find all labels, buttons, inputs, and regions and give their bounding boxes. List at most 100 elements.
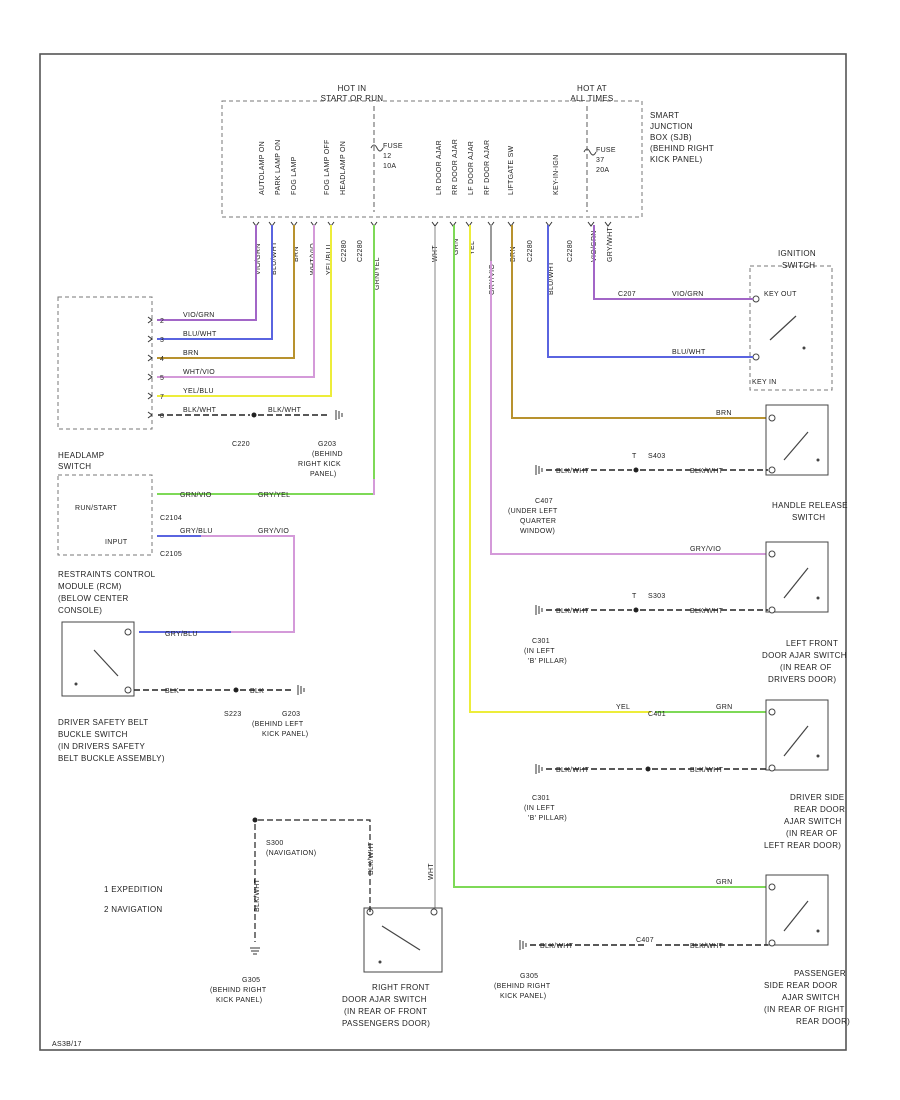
fuse-37-label: FUSE: [596, 147, 616, 154]
headlamp-switch-label-2: SWITCH: [58, 462, 91, 471]
rf-ground-icon: [250, 947, 260, 955]
rr-ground-icon: [519, 940, 527, 950]
rf-switch-box: [363, 907, 443, 973]
rcm-wire1-out-label: GRY/YEL: [258, 492, 290, 499]
lf-terminal-bot: [768, 606, 776, 614]
rcm-input-label: INPUT: [105, 539, 128, 546]
rcm-c2104: C2104: [160, 515, 182, 522]
rf-contact: [381, 925, 421, 951]
wire-code-vio-grn: VIO/GRN: [255, 243, 262, 275]
wire-code-gry-wht: GRY/WHT: [607, 227, 614, 262]
headlamp-switch: 2 3 4 5 7 8 VIO/GRN BLU/WHT BRN WHT/VIO …: [57, 296, 343, 478]
g203-left-label-3: KICK PANEL): [262, 731, 308, 738]
lf-conn-label-3: QUARTER: [520, 518, 556, 525]
s300-label-1: S300: [266, 840, 284, 847]
s303-label: S303: [648, 593, 666, 600]
wire-code-grn: GRN: [453, 239, 460, 255]
pin-headlamp-on: HEADLAMP ON: [340, 141, 347, 195]
hot-at-all-label-2: ALL TIMES: [570, 94, 613, 103]
headlamp-ground-wire-label: BLK/WHT: [183, 407, 217, 414]
headlamp-wire-label-3: BRN: [183, 350, 199, 357]
rr-switch-box: [765, 874, 829, 946]
headlamp-pin-5: 5: [160, 375, 164, 382]
handle-contact: [783, 431, 809, 461]
sjb-label-5: KICK PANEL): [650, 155, 703, 164]
wire-blu-wht-headlamp: [157, 225, 273, 340]
rcm-wire2-out-label: GRY/VIO: [258, 528, 289, 535]
belt-switch-dot: [74, 682, 78, 686]
rf-label-4: PASSENGERS DOOR): [342, 1019, 430, 1028]
s223-label: S223: [224, 711, 242, 718]
handle-gnd-wire-label: BLK/WHT: [556, 468, 590, 475]
lf-c301-label-2: (IN LEFT: [524, 648, 555, 655]
lr-c301-label-3: 'B' PILLAR): [528, 815, 567, 822]
g203-right-label-3: RIGHT KICK: [298, 461, 341, 468]
wire-code-yel: YEL: [469, 241, 476, 255]
headlamp-pin-3: 3: [160, 337, 164, 344]
g203-right-label-2: (BEHIND: [312, 451, 343, 458]
s403-splice: [633, 467, 639, 473]
handle-ground-icon: [535, 465, 543, 475]
ignition-key-in: KEY IN: [752, 379, 777, 386]
lr-gnd-wire-label: BLK/WHT: [556, 767, 590, 774]
lr-terminal-bot: [768, 764, 776, 772]
rf-gnd-wire-label-2: BLK/WHT: [254, 878, 261, 912]
wire-code-blu-wht: BLU/WHT: [271, 241, 278, 275]
footer-code: AS3B/17: [52, 1041, 82, 1048]
sjb-label-2: JUNCTION: [650, 122, 693, 131]
driver-belt-label-1: DRIVER SAFETY BELT: [58, 718, 148, 727]
rcm-label-2: MODULE (RCM): [58, 582, 122, 591]
conn-c2280-d: C2280: [567, 240, 574, 262]
wire-code-brn: BRN: [293, 246, 300, 262]
driver-belt-switch: GRY/BLU BLK BLK S223 G203 (BEHIND LEFT K…: [58, 621, 308, 763]
headlamp-splice-dot: [251, 412, 257, 418]
wire-code-yel-blu: YEL/BLU: [326, 244, 333, 275]
fuse-12-symbol: [370, 144, 384, 152]
pin-autolamp-on: AUTOLAMP ON: [259, 141, 266, 195]
rcm-label-3: (BELOW CENTER: [58, 594, 129, 603]
pin-rr-door-ajar: RR DOOR AJAR: [452, 139, 459, 195]
handle-switch-box: [765, 404, 829, 476]
rf-ground-label-1: G305: [242, 977, 260, 984]
rcm-c2105: C2105: [160, 551, 182, 558]
lf-dot: [816, 596, 820, 600]
rr-terminal-top: [768, 883, 776, 891]
ignition-switch: IGNITION SWITCH KEY OUT KEY IN C207 VIO/…: [547, 225, 833, 391]
fuse-37-number: 37: [596, 157, 604, 164]
sjb-label-1: SMART: [650, 111, 679, 120]
headlamp-wire-label-5: YEL/BLU: [183, 388, 214, 395]
rcm-label-1: RESTRAINTS CONTROL: [58, 570, 156, 579]
lr-label-1: DRIVER SIDE: [790, 793, 844, 802]
rr-label-5: REAR DOOR): [796, 1017, 850, 1026]
headlamp-pin-2: 2: [160, 318, 164, 325]
s300-splice: [252, 817, 258, 823]
wire-vio-grn-ignition: [593, 225, 753, 300]
lf-c301-label-1: C301: [532, 638, 550, 645]
wire-gry-vio-lf: [490, 225, 767, 555]
conn-c2280-b: C2280: [357, 240, 364, 262]
driver-belt-switch-box: [61, 621, 135, 697]
rf-ground-wire: [255, 819, 371, 912]
conn-c2280-a: C2280: [341, 240, 348, 262]
lf-door-ajar-switch: GRY/VIO C407 (UNDER LEFT QUARTER WINDOW)…: [490, 225, 847, 684]
rr-terminal-bot: [768, 939, 776, 947]
rr-contact: [783, 900, 809, 932]
rf-dot: [378, 960, 382, 964]
fuse-12-number: 12: [383, 153, 391, 160]
hot-in-run-label: HOT IN: [338, 84, 367, 93]
lf-terminal-top: [768, 550, 776, 558]
headlamp-wire-label-1: VIO/GRN: [183, 312, 215, 319]
rf-terminal-right: [430, 908, 438, 916]
lr-conn-label: C401: [648, 711, 666, 718]
wire-code-gry-vio: GRY/VIO: [489, 264, 496, 295]
headlamp-pin-4: 4: [160, 356, 164, 363]
rr-conn-label: C407: [636, 937, 654, 944]
s303-splice: [633, 607, 639, 613]
hot-at-all-label: HOT AT: [577, 84, 607, 93]
lr-label-4: (IN REAR OF: [786, 829, 838, 838]
lr-gnd-wire-label-2: BLK/WHT: [690, 767, 724, 774]
lr-switch-box: [765, 699, 829, 771]
wire-grn-rr: [453, 225, 767, 888]
lr-c301-label-2: (IN LEFT: [524, 805, 555, 812]
wire-code-grn-yel: GRN/YEL: [374, 257, 381, 290]
